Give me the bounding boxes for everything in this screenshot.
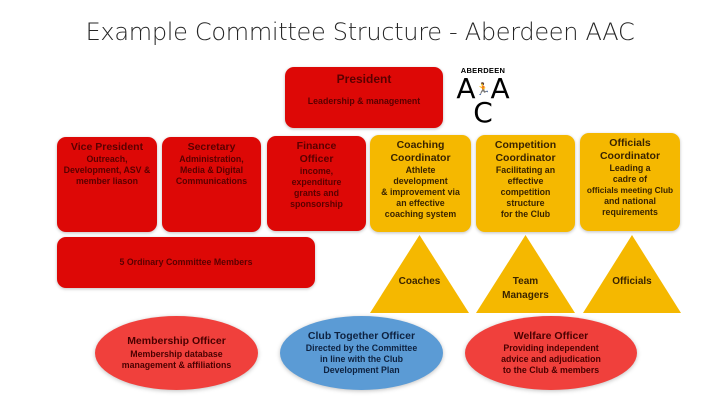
club-together-desc-3: Development Plan [323, 365, 400, 376]
officials-desc-3: officials meeting Club [586, 185, 674, 196]
logo-text: ABERDEEN [460, 66, 506, 75]
logo-aa: A🏃A [456, 72, 510, 105]
coaching-desc-3: & improvement via [381, 187, 460, 198]
welfare-desc-1: Providing independent [503, 343, 599, 354]
officials-desc-1: Leading a [609, 163, 651, 174]
club-together-officer-ellipse: Club Together Officer Directed by the Co… [280, 316, 443, 390]
membership-officer-ellipse: Membership Officer Membership database m… [95, 316, 258, 390]
vice-president-desc-3: member liason [75, 176, 139, 187]
club-together-desc-2: in line with the Club [319, 354, 404, 365]
officials-desc-4: and national [604, 195, 656, 206]
officials-triangle: Officials [583, 235, 681, 313]
president-desc: Leadership & management [307, 96, 421, 106]
vice-president-desc-1: Outreach, [86, 154, 128, 165]
welfare-desc-2: advice and adjudication [501, 354, 601, 365]
secretary-desc-2: Media & Digital [179, 165, 244, 176]
triangle-shape-icon [583, 235, 681, 313]
ordinary-members-box: 5 Ordinary Committee Members [57, 237, 315, 288]
membership-desc-2: management & affiliations [121, 359, 232, 370]
president-title: President [336, 72, 392, 86]
running-figure-icon: 🏃 [475, 82, 491, 96]
finance-desc-1: income, [299, 166, 334, 177]
aberdeen-aac-logo: ABERDEEN A🏃A C [456, 66, 510, 129]
vice-president-title: Vice President [70, 141, 144, 153]
finance-desc-2: expenditure [291, 177, 342, 188]
officials-title-2: Coordinator [599, 150, 661, 163]
competition-desc-5: for the Club [500, 209, 551, 220]
coaches-label: Coaches [398, 276, 441, 287]
competition-title-2: Coordinator [495, 152, 556, 165]
finance-officer-box: Finance Officer income, expenditure gran… [267, 136, 366, 231]
competition-coordinator-box: Competition Coordinator Facilitating an … [476, 135, 575, 232]
welfare-officer-ellipse: Welfare Officer Providing independent ad… [465, 316, 637, 390]
coaching-desc-2: development [393, 176, 448, 187]
coaches-triangle: Coaches [370, 235, 469, 313]
competition-desc-3: competition [500, 187, 551, 198]
officials-desc-5: requirements [602, 206, 658, 217]
coaching-desc-1: Athlete [405, 165, 436, 176]
coaching-title-2: Coordinator [390, 152, 451, 165]
ordinary-members-label: 5 Ordinary Committee Members [119, 257, 253, 267]
club-together-desc-1: Directed by the Committee [305, 343, 418, 354]
president-box: President Leadership & management [285, 67, 443, 128]
welfare-officer-title: Welfare Officer [513, 329, 589, 342]
logo-c: C [473, 96, 493, 129]
coaching-desc-5: coaching system [384, 209, 457, 220]
officials-label: Officials [612, 276, 652, 287]
team-managers-triangle: Team Managers [476, 235, 575, 313]
competition-title-1: Competition [494, 139, 557, 151]
officials-coordinator-box: Officials Coordinator Leading a cadre of… [580, 133, 680, 231]
membership-desc-1: Membership database [130, 348, 223, 359]
officials-title-1: Officials [609, 137, 651, 149]
welfare-desc-3: to the Club & members [502, 365, 600, 376]
coaching-title-1: Coaching [396, 139, 445, 151]
competition-desc-4: structure [506, 198, 545, 209]
finance-desc-3: grants and [294, 188, 339, 199]
competition-desc-1: Facilitating an [495, 165, 556, 176]
finance-officer-title-1: Finance [296, 140, 337, 152]
membership-officer-title: Membership Officer [127, 335, 226, 348]
secretary-desc-3: Communications [175, 176, 248, 187]
vice-president-box: Vice President Outreach, Development, AS… [57, 137, 157, 232]
secretary-title: Secretary [187, 141, 236, 153]
club-together-officer-title: Club Together Officer [307, 329, 416, 342]
finance-officer-title-2: Officer [299, 153, 334, 166]
vice-president-desc-2: Development, ASV & [63, 165, 151, 176]
page-title: Example Committee Structure - Aberdeen A… [85, 18, 635, 46]
finance-desc-4: sponsorship [290, 199, 343, 210]
officials-desc-2: cadre of [612, 174, 648, 185]
triangle-shape-icon [370, 235, 469, 313]
secretary-desc-1: Administration, [179, 154, 244, 165]
team-managers-label-2: Managers [502, 289, 549, 301]
coaching-coordinator-box: Coaching Coordinator Athlete development… [370, 135, 471, 232]
secretary-box: Secretary Administration, Media & Digita… [162, 137, 261, 232]
competition-desc-2: effective [507, 176, 544, 187]
team-managers-label-1: Team [512, 276, 539, 287]
triangle-shape-icon [476, 235, 575, 313]
coaching-desc-4: an effective [396, 198, 445, 209]
